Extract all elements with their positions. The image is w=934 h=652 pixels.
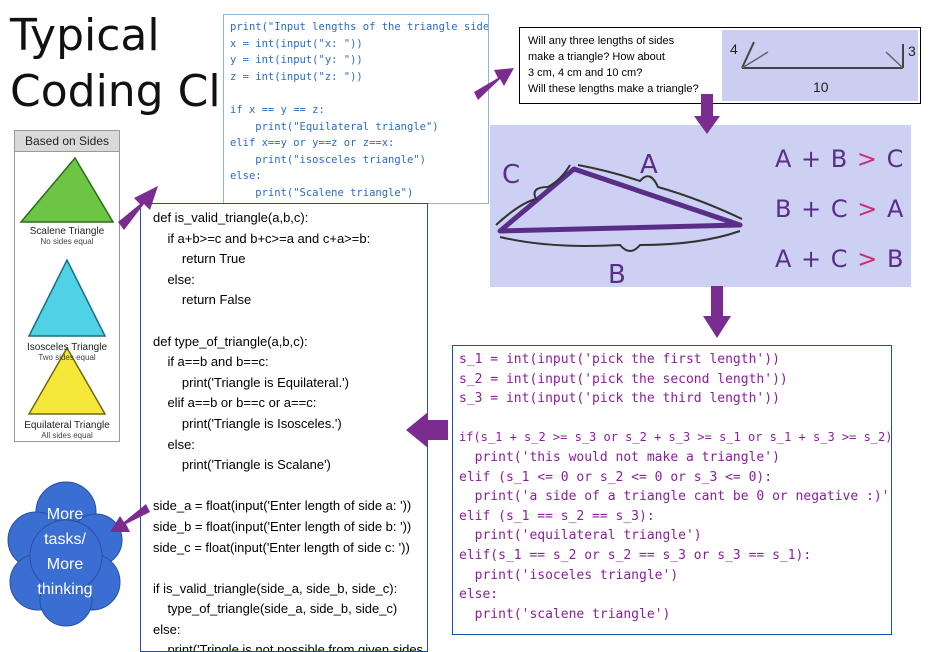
brace-c bbox=[495, 164, 571, 226]
more-tasks-cloud: More tasks/ More thinking bbox=[6, 478, 124, 628]
panel-header: Based on Sides bbox=[15, 131, 119, 152]
code-line: if a+b>=c and b+c>=a and c+a>=b: bbox=[153, 230, 371, 246]
arrow-icon bbox=[703, 286, 731, 338]
code-line: elif x==y or y==z or z==x: bbox=[230, 137, 395, 150]
label-c: C bbox=[502, 160, 520, 190]
code-snippet-basic: print("Input lengths of the triangle sid… bbox=[223, 14, 489, 204]
question-line: Will these lengths make a triangle? bbox=[528, 83, 699, 95]
code-line: else: bbox=[459, 587, 499, 603]
code-line bbox=[230, 85, 482, 102]
code-line: print('Triangle is Equilateral.') bbox=[153, 374, 349, 390]
scalene-triangle-shape bbox=[19, 156, 115, 223]
question-line: Will any three lengths of sides bbox=[528, 35, 675, 47]
code-line: print("Scalene triangle") bbox=[230, 186, 414, 199]
label-a: A bbox=[640, 150, 658, 180]
code-line: elif (s_1 <= 0 or s_2 <= 0 or s_3 <= 0): bbox=[459, 469, 773, 485]
question-text: Will any three lengths of sides make a t… bbox=[528, 33, 728, 97]
label-4: 4 bbox=[730, 41, 738, 57]
code-line: s_1 = int(input('pick the first length')… bbox=[459, 352, 780, 367]
cloud-line: thinking bbox=[37, 581, 93, 598]
isosceles-desc: Two sides equal bbox=[38, 353, 96, 362]
label-b: B bbox=[608, 260, 626, 287]
code-line: print('this would not make a triangle') bbox=[459, 449, 780, 465]
code-line: print('Triangle is Scalane') bbox=[153, 457, 331, 473]
code-line: else: bbox=[230, 170, 262, 183]
code-line: if x == y == z: bbox=[230, 103, 325, 116]
side-lengths-illustration: 4 3 10 bbox=[722, 30, 918, 101]
arc-mark bbox=[885, 51, 904, 69]
triangle-sketch: C A B bbox=[495, 150, 743, 287]
code-line: else: bbox=[153, 621, 181, 637]
cloud-line: tasks/ bbox=[44, 531, 86, 548]
code-line: type_of_triangle(side_a, side_b, side_c) bbox=[153, 601, 398, 617]
code-line bbox=[153, 558, 415, 579]
code-line: print("Input lengths of the triangle sid… bbox=[230, 21, 489, 33]
code-line: print('scalene triangle') bbox=[459, 606, 671, 622]
label-3: 3 bbox=[908, 43, 916, 59]
triangle-shape bbox=[497, 166, 743, 234]
code-line: return False bbox=[153, 292, 252, 308]
code-line: s_2 = int(input('pick the second length'… bbox=[459, 371, 788, 387]
code-snippet-inputs: s_1 = int(input('pick the first length')… bbox=[452, 345, 892, 635]
code-line: if a==b and b==c: bbox=[153, 354, 269, 370]
code-line: else: bbox=[153, 271, 195, 287]
code-line: z = int(input("z: ")) bbox=[230, 70, 363, 83]
code-line: side_c = float(input('Enter length of si… bbox=[153, 539, 410, 555]
label-10: 10 bbox=[813, 79, 829, 95]
inequality-1: A + B > C bbox=[775, 145, 905, 173]
cloud-line: More bbox=[46, 506, 84, 523]
equilateral-label: Equilateral Triangle bbox=[24, 420, 110, 431]
question-box: Will any three lengths of sides make a t… bbox=[519, 27, 921, 104]
question-line: 3 cm, 4 cm and 10 cm? bbox=[528, 67, 643, 79]
inequality-2: B + C > A bbox=[775, 195, 905, 223]
code-line bbox=[153, 311, 415, 332]
code-line: else: bbox=[153, 436, 195, 452]
code-line bbox=[153, 476, 415, 497]
code-line: x = int(input("x: ")) bbox=[230, 37, 363, 50]
inequality-3: A + C > B bbox=[775, 245, 905, 273]
code-line: def is_valid_triangle(a,b,c): bbox=[153, 210, 309, 225]
code-line bbox=[459, 409, 885, 429]
code-line: print('equilateral triangle') bbox=[459, 528, 702, 544]
code-line: if(s_1 + s_2 >= s_3 or s_2 + s_3 >= s_1 … bbox=[459, 430, 892, 445]
code-line: elif(s_1 == s_2 or s_2 == s_3 or s_3 == … bbox=[459, 547, 812, 563]
equilateral-desc: All sides equal bbox=[41, 431, 93, 440]
brace-b bbox=[499, 230, 741, 252]
code-line: elif a==b or b==c or a==c: bbox=[153, 395, 317, 411]
equilateral-triangle-shape bbox=[27, 346, 107, 415]
code-line: return True bbox=[153, 251, 246, 267]
isosceles-triangle-shape bbox=[27, 258, 107, 337]
code-line: y = int(input("y: ")) bbox=[230, 54, 363, 67]
side-lengths-sketch: 4 3 10 bbox=[730, 41, 916, 95]
cloud-shape bbox=[7, 481, 123, 627]
side-4-line bbox=[741, 41, 755, 69]
cloud-line: More bbox=[46, 556, 84, 573]
title-line-1: Typical bbox=[10, 10, 160, 61]
isosceles-label: Isosceles Triangle bbox=[27, 342, 107, 353]
scalene-desc: No sides equal bbox=[41, 237, 94, 246]
code-line: print("isosceles triangle") bbox=[230, 153, 426, 166]
code-line: print('Tringle is not possible from give… bbox=[153, 642, 428, 652]
question-line: make a triangle? How about bbox=[528, 51, 665, 63]
cloud-text: More tasks/ More thinking bbox=[6, 502, 124, 602]
code-line: print('isoceles triangle') bbox=[459, 567, 679, 583]
code-line: side_b = float(input('Enter length of si… bbox=[153, 518, 412, 534]
code-snippet-functions: def is_valid_triangle(a,b,c): if a+b>=c … bbox=[140, 203, 428, 652]
code-line: elif (s_1 == s_2 == s_3): bbox=[459, 508, 655, 524]
code-line: s_3 = int(input('pick the third length')… bbox=[459, 391, 780, 407]
triangle-types-illustration: Scalene Triangle No sides equal Isoscele… bbox=[19, 156, 115, 440]
arc-mark bbox=[741, 51, 769, 69]
triangle-types-panel: Based on Sides Scalene Triangle No sides… bbox=[14, 130, 120, 442]
code-line: print('Triangle is Isosceles.') bbox=[153, 415, 342, 431]
code-line: print("Equilateral triangle") bbox=[230, 120, 439, 133]
code-line: if is_valid_triangle(side_a, side_b, sid… bbox=[153, 580, 398, 596]
brace-a bbox=[577, 164, 743, 220]
code-line: print('a side of a triangle cant be 0 or… bbox=[459, 489, 892, 505]
triangle-inequality-diagram: C A B A + B > C B + C > A A + C > B bbox=[490, 125, 911, 287]
code-line: side_a = float(input('Enter length of si… bbox=[153, 498, 412, 514]
scalene-label: Scalene Triangle bbox=[30, 226, 105, 237]
code-line: def type_of_triangle(a,b,c): bbox=[153, 333, 308, 349]
